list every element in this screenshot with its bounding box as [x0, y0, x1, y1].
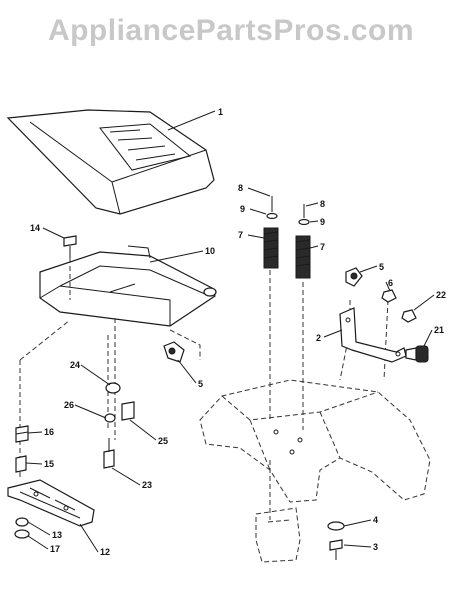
callout-26: 26 — [64, 400, 74, 410]
callout-14: 14 — [30, 223, 40, 233]
callout-10: 10 — [205, 246, 215, 256]
callout-8: 8 — [238, 183, 243, 193]
callout-7: 7 — [320, 242, 325, 252]
callout-9: 9 — [320, 217, 325, 227]
callout-24: 24 — [70, 360, 80, 370]
spacer-part-15[interactable] — [15, 455, 27, 473]
callout-3: 3 — [373, 542, 378, 552]
callout-5: 5 — [198, 379, 203, 389]
knob-part[interactable] — [63, 235, 77, 258]
spring-assembly-left[interactable] — [263, 196, 279, 269]
callout-7: 7 — [238, 230, 243, 240]
bracket-part[interactable] — [339, 307, 407, 363]
knob-bolt-part[interactable] — [405, 345, 429, 363]
mount-bracket — [255, 507, 301, 563]
seat-pan-part[interactable] — [39, 245, 217, 327]
frame-housing — [199, 379, 431, 503]
callout-12: 12 — [100, 547, 110, 557]
callout-6: 6 — [388, 278, 393, 288]
clip-part-upper[interactable] — [345, 267, 363, 287]
bushing-part-16[interactable] — [15, 425, 29, 443]
callout-labels: 1 8 8 9 9 7 7 14 10 5 6 22 2 21 5 24 26 … — [30, 107, 446, 557]
callout-8: 8 — [320, 199, 325, 209]
callout-16: 16 — [44, 427, 54, 437]
callout-5: 5 — [379, 262, 384, 272]
seat-part[interactable] — [6, 109, 215, 215]
callout-15: 15 — [44, 459, 54, 469]
washer-part-24[interactable] — [105, 382, 121, 394]
callout-2: 2 — [316, 333, 321, 343]
washer-part-17[interactable] — [14, 529, 30, 539]
bushing-part-26[interactable] — [104, 413, 116, 423]
washer-part-4[interactable] — [327, 521, 345, 531]
slide-rail-part[interactable] — [7, 479, 95, 527]
bolt-part-3[interactable] — [329, 539, 343, 560]
callout-9: 9 — [240, 204, 245, 214]
nut-part[interactable] — [381, 289, 397, 303]
callout-25: 25 — [158, 436, 168, 446]
washer-part-small[interactable] — [401, 309, 417, 323]
callout-17: 17 — [50, 544, 60, 554]
clip-part-lower[interactable] — [163, 341, 185, 363]
callout-13: 13 — [52, 530, 62, 540]
callout-23: 23 — [142, 480, 152, 490]
callout-4: 4 — [373, 515, 378, 525]
spring-assembly-right[interactable] — [295, 204, 311, 279]
bolt-part-23[interactable] — [103, 438, 115, 469]
spacer-part-25[interactable] — [121, 401, 135, 421]
nut-part-13[interactable] — [15, 517, 29, 527]
callout-21: 21 — [434, 325, 444, 335]
callout-1: 1 — [218, 107, 223, 117]
callout-22: 22 — [436, 290, 446, 300]
watermark-text: AppliancePartsPros.com — [47, 14, 415, 47]
leader-lines — [25, 110, 435, 553]
